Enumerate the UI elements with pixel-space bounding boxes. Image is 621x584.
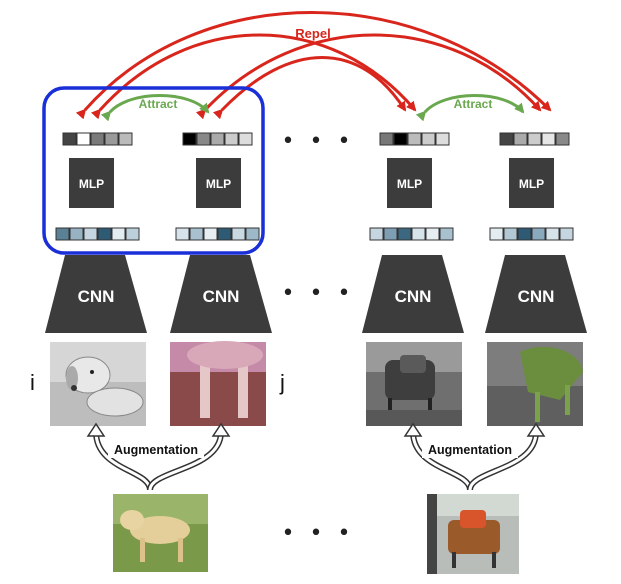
attract-label-right: Attract [454,97,493,111]
embedding-vector-cell [69,227,84,241]
embedding-vector-cell [231,227,246,241]
positive-pair-highlight-box [42,86,265,255]
output-vector-cell [393,132,408,146]
embedding-vector-cell [83,227,98,241]
embedding-vector-cell [439,227,454,241]
embedding-vector-cell [425,227,440,241]
embedding-vector-cell [369,227,384,241]
repel-arrow [212,56,407,120]
ellipsis-top: • • • [282,129,355,154]
source-chair-image [427,494,519,574]
mlp-block: MLP [509,158,554,208]
embedding-vector-cell [217,227,232,241]
mlp-label: MLP [79,177,104,191]
output-vector-cell [118,132,133,146]
output-vectors [62,132,570,146]
output-vector-cell [210,132,225,146]
ellipsis-middle: • • • [282,281,355,306]
output-vector-cell [196,132,211,146]
augmented-dog-grayscale [50,342,146,426]
repel-arrow [195,33,542,120]
embedding-vector-cell [411,227,426,241]
output-vector-cell [555,132,570,146]
augmentation-arrows-right [403,422,546,491]
embedding-vectors [55,227,574,241]
embedding-vector-cell [245,227,260,241]
output-vector-cell [90,132,105,146]
output-vector-cell [76,132,91,146]
view-label-j: j [279,370,285,395]
augmented-chair-dark [366,342,462,426]
cnn-label: CNN [518,287,555,306]
embedding-vector-cell [545,227,560,241]
cnn-label: CNN [78,287,115,306]
output-vector-cell [435,132,450,146]
output-vector-cell [182,132,197,146]
embedding-vector-cell [55,227,70,241]
mlp-label: MLP [206,177,231,191]
output-vector-cell [104,132,119,146]
embedding-vector-cell [125,227,140,241]
attract-arrow-left [100,94,210,122]
augmentation-arrows-left [86,422,231,491]
embedding-vector-cell [111,227,126,241]
output-vector-cell [499,132,514,146]
repel-label: Repel [295,26,330,41]
output-vector-cell [513,132,528,146]
source-dog-image [113,494,208,572]
attract-label-left: Attract [139,97,178,111]
embedding-vector-cell [559,227,574,241]
embedding-vector-cell [489,227,504,241]
cnn-block: CNN [362,255,464,333]
ellipsis-bottom: • • • [282,521,355,546]
repel-arrow [90,33,417,120]
attract-arrow-right [415,94,525,122]
embedding-vector-cell [517,227,532,241]
cnn-block: CNN [45,255,147,333]
augmented-chair-green [487,342,583,426]
embedding-vector-cell [383,227,398,241]
repel-arrow [75,11,552,120]
mlp-label: MLP [397,177,422,191]
output-vector-cell [62,132,77,146]
output-vector-cell [407,132,422,146]
embedding-vector-cell [97,227,112,241]
output-vector-cell [224,132,239,146]
cnn-block: CNN [485,255,587,333]
output-vector-cell [541,132,556,146]
mlp-block: MLP [69,158,114,208]
cnn-label: CNN [395,287,432,306]
output-vector-cell [379,132,394,146]
mlp-block: MLP [196,158,241,208]
output-vector-cell [421,132,436,146]
embedding-vector-cell [503,227,518,241]
embedding-vector-cell [189,227,204,241]
cnn-block: CNN [170,255,272,333]
embedding-vector-cell [531,227,546,241]
embedding-vector-cell [175,227,190,241]
cnn-label: CNN [203,287,240,306]
augmented-dog-legs-crop [170,341,266,426]
output-vector-cell [527,132,542,146]
mlp-label: MLP [519,177,544,191]
view-label-i: i [30,370,35,395]
embedding-vector-cell [397,227,412,241]
augmentation-label-left: Augmentation [114,443,198,457]
mlp-block: MLP [387,158,432,208]
embedding-vector-cell [203,227,218,241]
output-vector-cell [238,132,253,146]
augmentation-label-right: Augmentation [428,443,512,457]
